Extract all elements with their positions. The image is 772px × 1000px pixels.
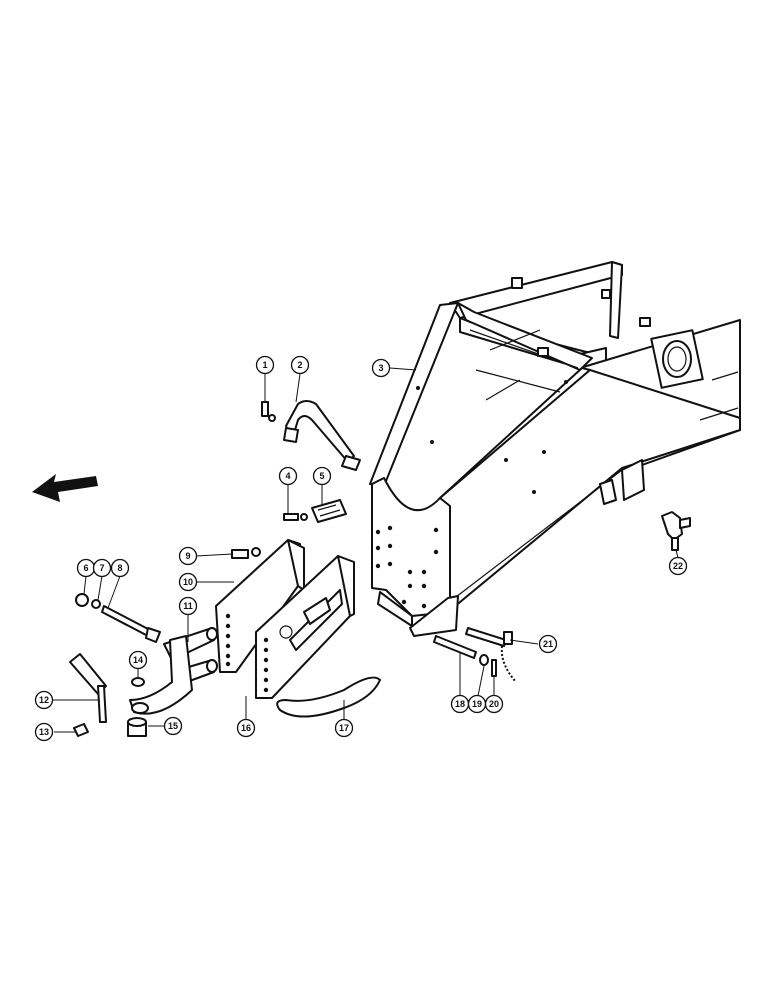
callout-3: 3 [371, 358, 391, 378]
callout-13-label: 13 [39, 727, 49, 737]
callout-16: 16 [236, 718, 256, 738]
callout-10: 10 [178, 572, 198, 592]
callout-22: 22 [668, 556, 688, 576]
part-9-bolt [231, 547, 261, 559]
callout-19-label: 19 [472, 699, 482, 709]
part-22-fitting [661, 511, 691, 551]
callout-6-label: 6 [83, 563, 88, 573]
callout-12-label: 12 [39, 695, 49, 705]
callout-15-label: 15 [168, 721, 178, 731]
leader-lines [52, 367, 679, 733]
part-12-handle-pin [69, 653, 107, 723]
callout-18: 18 [450, 694, 470, 714]
callout-9-label: 9 [185, 551, 190, 561]
part-16-bracket [255, 555, 355, 699]
part-2-bracket [283, 400, 361, 471]
callout-12: 12 [34, 690, 54, 710]
part-17-cable [276, 676, 382, 718]
callout-16-label: 16 [241, 723, 251, 733]
part-18-pin [433, 635, 477, 659]
part-8-long-bolt [101, 605, 161, 643]
callout-5-label: 5 [319, 471, 324, 481]
callout-14: 14 [128, 650, 148, 670]
callout-6: 6 [76, 558, 96, 578]
callout-15: 15 [163, 716, 183, 736]
part-4-bolt [283, 513, 308, 521]
part-14-disc [131, 677, 145, 687]
callout-19: 19 [467, 694, 487, 714]
direction-arrow-icon [32, 474, 98, 502]
callout-11: 11 [178, 596, 198, 616]
callout-21-label: 21 [543, 639, 553, 649]
callout-4: 4 [278, 466, 298, 486]
part-11-hitch-arm [129, 627, 218, 715]
callout-20-label: 20 [489, 699, 499, 709]
callout-9: 9 [178, 546, 198, 566]
callout-10-label: 10 [183, 577, 193, 587]
callout-14-label: 14 [133, 655, 143, 665]
callout-18-label: 18 [455, 699, 465, 709]
main-frame [369, 261, 741, 637]
callout-7: 7 [92, 558, 112, 578]
callout-8-label: 8 [117, 563, 122, 573]
callout-22-label: 22 [673, 561, 683, 571]
callout-11-label: 11 [183, 601, 193, 611]
callout-17: 17 [334, 718, 354, 738]
part-15-bushing [127, 717, 147, 737]
callout-2-label: 2 [297, 360, 302, 370]
callout-13: 13 [34, 722, 54, 742]
callout-7-label: 7 [99, 563, 104, 573]
part-21-lynch-pin [465, 627, 517, 683]
callout-17-label: 17 [339, 723, 349, 733]
callout-3-label: 3 [378, 363, 383, 373]
part-6-nut [75, 593, 89, 607]
callout-5: 5 [312, 466, 332, 486]
callout-20: 20 [484, 694, 504, 714]
callout-1: 1 [255, 355, 275, 375]
callout-1-label: 1 [262, 360, 267, 370]
callout-21: 21 [538, 634, 558, 654]
part-13-clip [73, 723, 89, 737]
part-1-bolt [261, 401, 276, 422]
part-19-washer [479, 654, 489, 666]
part-5-plate [311, 499, 347, 523]
callout-4-label: 4 [285, 471, 290, 481]
part-20-split-pin [491, 659, 497, 677]
part-7-washer [91, 599, 101, 609]
callout-2: 2 [290, 355, 310, 375]
callout-8: 8 [110, 558, 130, 578]
